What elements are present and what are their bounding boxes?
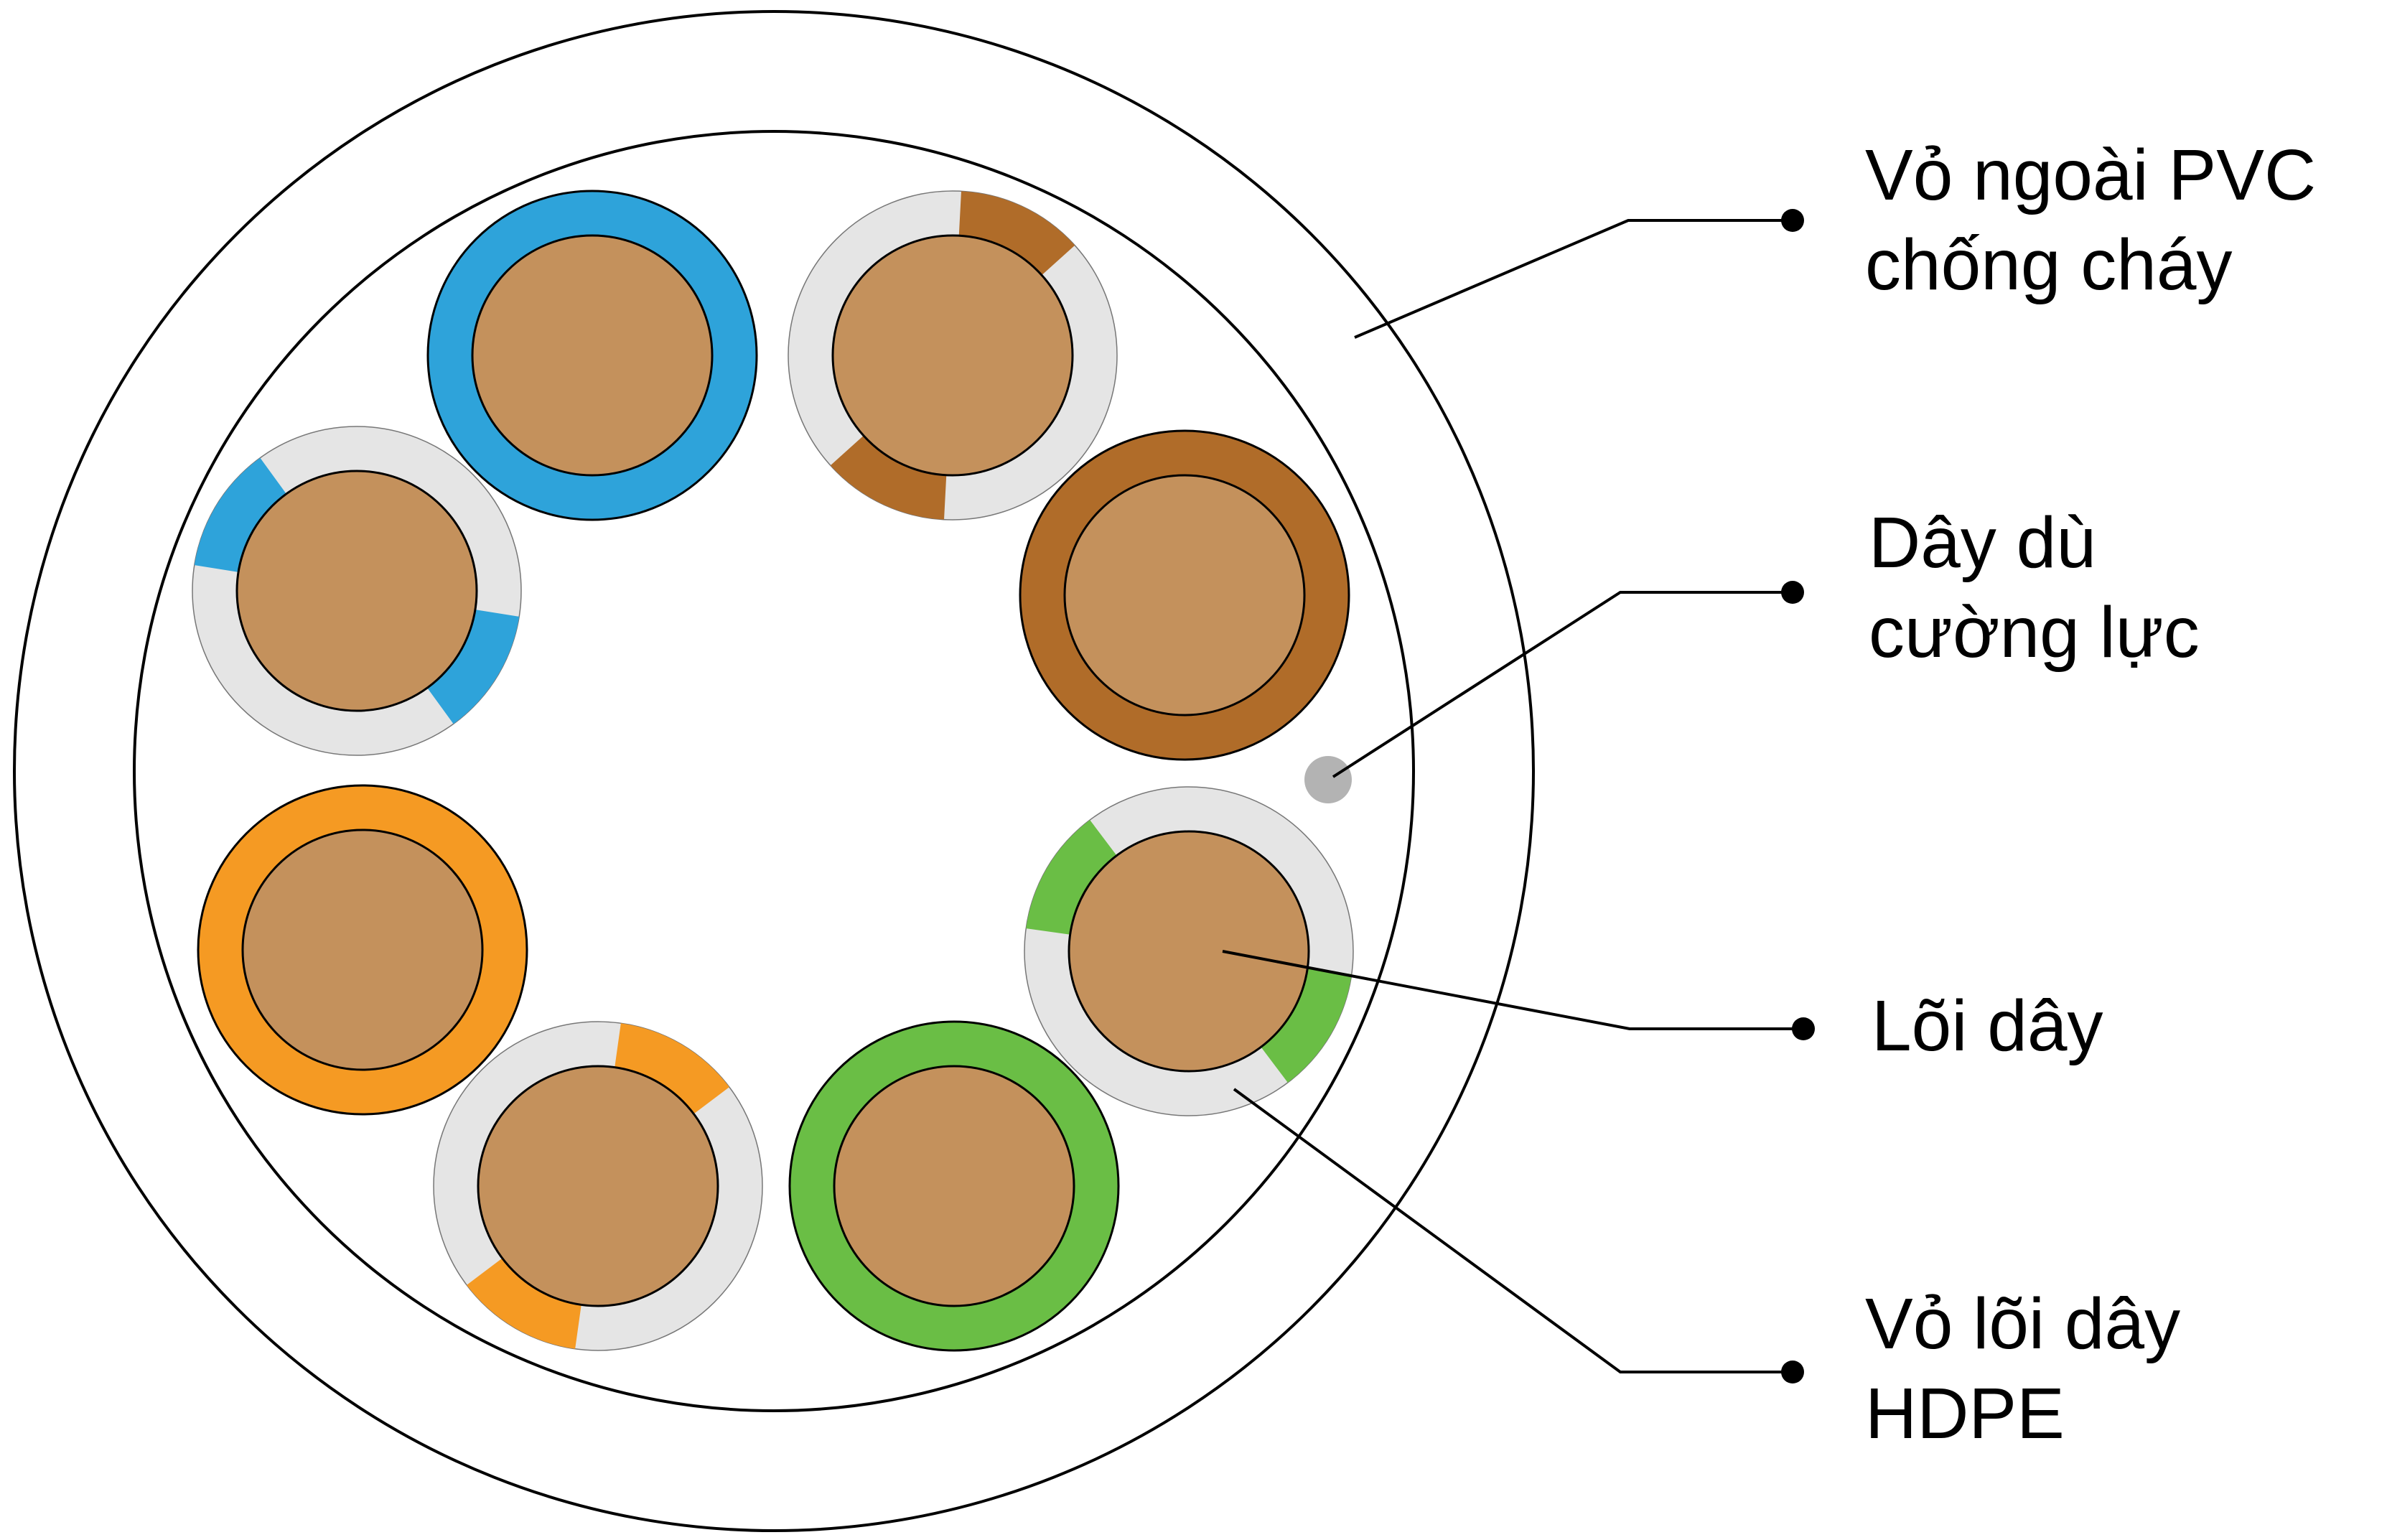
label-outer-jacket-line-1: Vỏ ngoài PVC — [1865, 135, 2316, 215]
conductor-core-blue — [471, 234, 714, 477]
conductor-core-brown — [1063, 474, 1306, 717]
color-stripe-orange-white-2 — [467, 1258, 581, 1349]
color-stripe-orange-white-1 — [615, 1023, 729, 1114]
cable-green-white — [1024, 786, 1354, 1116]
label-insulation-line-2: HDPE — [1865, 1373, 2065, 1454]
color-stripe-green-white-1 — [1026, 820, 1117, 935]
inner-jacket-ring — [133, 130, 1415, 1412]
conductor-core-orange — [241, 829, 484, 1071]
label-insulation-line-1: Vỏ lõi dây — [1865, 1284, 2180, 1364]
label-conductor: Lõi dây — [1872, 986, 2103, 1066]
cable-blue — [426, 190, 758, 521]
color-stripe-blue-white-2 — [427, 610, 520, 724]
color-stripe-brown-white-1 — [958, 191, 1075, 276]
conductor-core-green — [833, 1065, 1075, 1307]
leader-lines — [1222, 209, 1815, 1383]
cable-orange-white — [433, 1021, 763, 1351]
conductor-core-green-white — [1068, 830, 1310, 1073]
leader-dot-insulation — [1781, 1361, 1804, 1383]
leader-line-conductor — [1222, 950, 1803, 1030]
label-ripcord-line-2: cường lực — [1869, 592, 2200, 673]
cable-blue-white — [192, 426, 522, 756]
leader-line-outer-jacket — [1354, 219, 1793, 339]
ripcord-strand — [1304, 756, 1352, 803]
label-outer-jacket: Vỏ ngoài PVC chống cháy — [1865, 135, 2336, 305]
label-ripcord: Dây dù cường lực — [1869, 503, 2200, 673]
leader-dot-outer-jacket — [1781, 209, 1804, 232]
cable-orange — [197, 784, 528, 1116]
label-insulation: Vỏ lõi dây HDPE — [1865, 1284, 2200, 1454]
cable-pairs-group — [192, 190, 1354, 1352]
conductor-core-orange-white — [477, 1065, 719, 1307]
cable-brown-white — [788, 190, 1118, 521]
color-stripe-blue-white-1 — [194, 457, 286, 572]
cable-brown — [1019, 429, 1350, 761]
label-ripcord-line-1: Dây dù — [1869, 503, 2096, 583]
leader-dot-ripcord — [1781, 581, 1804, 604]
leader-line-ripcord — [1332, 591, 1793, 778]
leader-dot-conductor — [1792, 1017, 1815, 1040]
color-stripe-brown-white-2 — [830, 435, 947, 520]
cable-green — [788, 1020, 1120, 1352]
conductor-core-brown-white — [831, 234, 1074, 477]
outer-jacket-ring — [13, 10, 1535, 1532]
labels: Vỏ ngoài PVC chống cháy Dây dù cường lực… — [1865, 135, 2336, 1454]
label-conductor-line-1: Lõi dây — [1872, 986, 2103, 1066]
color-stripe-green-white-2 — [1261, 968, 1352, 1083]
label-outer-jacket-line-2: chống cháy — [1865, 225, 2232, 305]
conductor-core-blue-white — [235, 470, 478, 712]
leader-line-insulation — [1233, 1088, 1793, 1373]
